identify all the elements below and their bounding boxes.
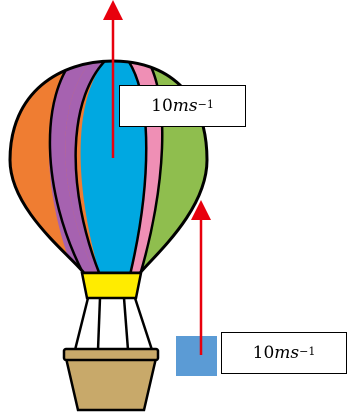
box-velocity-unit: ms — [274, 343, 300, 363]
balloon-skirt — [80, 271, 143, 300]
box-velocity-exponent: −1 — [299, 344, 316, 358]
balloon-velocity-value: 10 — [151, 96, 173, 116]
balloon-velocity-exponent: −1 — [197, 97, 214, 111]
box-velocity-value: 10 — [252, 343, 275, 363]
basket-ropes — [73, 297, 154, 351]
basket — [64, 356, 158, 412]
falling-box — [176, 336, 217, 376]
balloon-velocity-unit: ms — [172, 96, 198, 116]
box-velocity-label: 10 ms −1 — [221, 332, 347, 374]
balloon-stripe-lines — [48, 61, 164, 273]
basket-rim — [62, 347, 160, 362]
balloon-velocity-label: 10 ms −1 — [119, 85, 246, 127]
